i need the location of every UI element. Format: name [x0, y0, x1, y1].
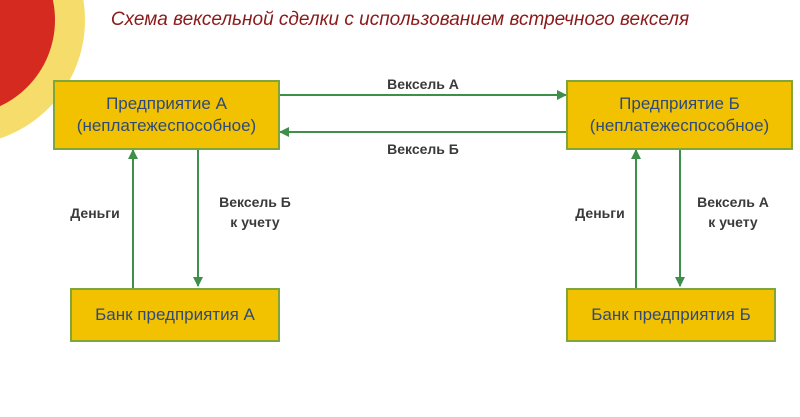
- label-bill-b-discount-line2: к учету: [230, 214, 280, 230]
- enterprise-a-status: (неплатежеспособное): [76, 116, 257, 135]
- label-bill-a-discount-line2: к учету: [708, 214, 758, 230]
- label-money-b: Деньги: [575, 205, 625, 221]
- enterprise-b-box: Предприятие Б (неплатежеспособное): [566, 80, 793, 150]
- enterprise-b-status: (неплатежеспособное): [589, 116, 770, 135]
- enterprise-b-name: Предприятие Б: [619, 94, 740, 113]
- enterprise-a-name: Предприятие А: [106, 94, 227, 113]
- page-title: Схема вексельной сделки с использованием…: [110, 9, 690, 30]
- label-bill-a-discount: Вексель А к учету: [683, 192, 783, 232]
- enterprise-a-box: Предприятие А (неплатежеспособное): [53, 80, 280, 150]
- bank-b-name: Банк предприятия Б: [591, 305, 751, 324]
- bank-a-name: Банк предприятия А: [95, 305, 255, 324]
- bank-b-box: Банк предприятия Б: [566, 288, 776, 342]
- label-bill-a-discount-line1: Вексель А: [697, 194, 769, 210]
- label-bill-b: Вексель Б: [387, 141, 459, 157]
- bank-a-box: Банк предприятия А: [70, 288, 280, 342]
- label-money-a: Деньги: [70, 205, 120, 221]
- label-bill-a: Вексель А: [387, 76, 459, 92]
- label-bill-b-discount: Вексель Б к учету: [205, 192, 305, 232]
- label-bill-b-discount-line1: Вексель Б: [219, 194, 291, 210]
